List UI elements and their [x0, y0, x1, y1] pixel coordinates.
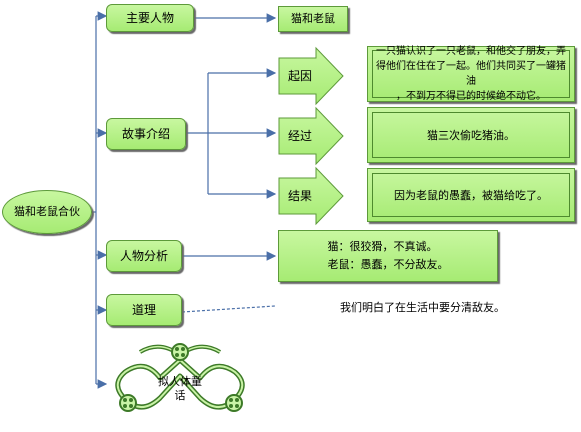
moral-text-wrap: 我们明白了在生活中要分清敌友。 — [340, 299, 505, 315]
analysis-line-cat: 猫：很狡猾，不真诚。 — [327, 240, 438, 253]
result-label-wrap[interactable]: 结果 — [283, 184, 317, 206]
root-label: 猫和老鼠合伙 — [14, 205, 80, 218]
moral-text: 我们明白了在生活中要分清敌友。 — [340, 301, 505, 314]
result-arrow-shape — [278, 166, 344, 226]
cause-line-1: 一只猫认识了一只老鼠，和他交了朋友，弄 — [376, 46, 566, 57]
character-analysis-label: 人物分析 — [119, 249, 168, 263]
process-text-frame: 猫三次偷吃猪油。 — [372, 112, 570, 158]
process-label: 经过 — [287, 128, 312, 143]
process-text: 猫三次偷吃猪油。 — [427, 128, 515, 142]
cause-text: 一只猫认识了一只老鼠，和他交了朋友，弄 得他们在住在了一起。他们共同买了一罐猪油… — [372, 46, 570, 102]
main-characters-value: 猫和老鼠 — [291, 12, 335, 25]
cause-arrow-shape — [278, 46, 344, 106]
genre-line-1: 拟人体童 — [158, 375, 202, 388]
connector-moral-text — [181, 305, 276, 313]
cause-line-2: 得他们在住在了一起。他们共同买了一罐猪油 — [376, 61, 566, 87]
main-characters-value-node[interactable]: 猫和老鼠 — [278, 6, 348, 32]
analysis-line-mouse: 老鼠：愚蠢，不分敌友。 — [327, 258, 449, 271]
main-characters-label: 主要人物 — [125, 11, 174, 25]
result-text: 因为老鼠的愚蠢，被猫给吃了。 — [394, 188, 548, 202]
result-text-frame: 因为老鼠的愚蠢，被猫给吃了。 — [372, 173, 570, 217]
result-label: 结果 — [287, 188, 312, 203]
character-analysis-node[interactable]: 人物分析 — [106, 240, 182, 272]
process-label-wrap[interactable]: 经过 — [283, 124, 317, 146]
cause-label: 起因 — [287, 68, 312, 83]
genre-line-2: 话 — [174, 389, 186, 402]
moral-label: 道理 — [131, 303, 156, 317]
result-box[interactable]: 因为老鼠的愚蠢，被猫给吃了。 — [367, 168, 575, 222]
process-arrow-shape — [278, 106, 344, 166]
character-analysis-box[interactable]: 猫：很狡猾，不真诚。 老鼠：愚蠢，不分敌友。 — [278, 230, 498, 282]
main-characters-node[interactable]: 主要人物 — [106, 4, 194, 32]
process-box[interactable]: 猫三次偷吃猪油。 — [367, 107, 575, 163]
story-intro-node[interactable]: 故事介绍 — [106, 118, 186, 150]
knot-shape — [115, 343, 245, 412]
root-node[interactable]: 猫和老鼠合伙 — [2, 190, 92, 234]
cause-line-3: ，不到万不得已的时候绝不动它。 — [396, 91, 546, 102]
cause-box[interactable]: 一只猫认识了一只老鼠，和他交了朋友，弄 得他们在住在了一起。他们共同买了一罐猪油… — [367, 46, 575, 102]
story-intro-label: 故事介绍 — [121, 127, 170, 141]
moral-node[interactable]: 道理 — [106, 294, 182, 326]
cause-label-wrap[interactable]: 起因 — [283, 64, 317, 86]
genre-node[interactable]: 拟人体童 话 — [150, 373, 210, 405]
